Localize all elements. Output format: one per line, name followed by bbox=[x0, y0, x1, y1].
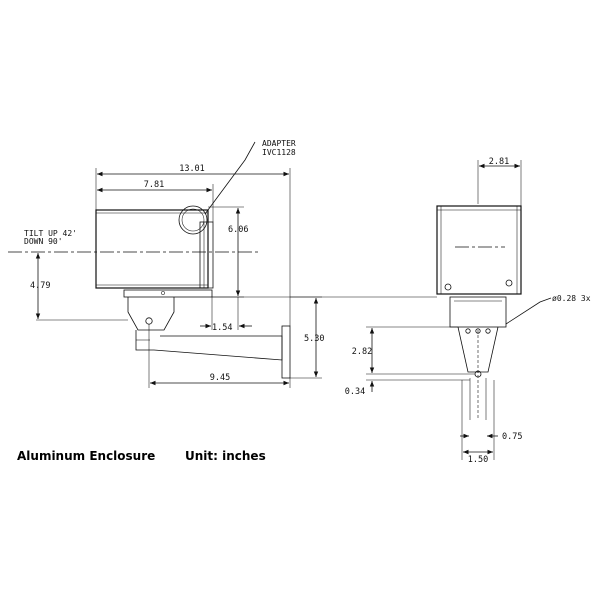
side-wall-plate bbox=[281, 325, 291, 379]
caption-unit: Unit: inches bbox=[185, 449, 266, 463]
adapter-label-line2: IVC1128 bbox=[262, 148, 296, 157]
caption-enclosure: Aluminum Enclosure bbox=[17, 449, 156, 463]
front-mount-block bbox=[449, 296, 507, 328]
adapter-circle bbox=[178, 205, 208, 235]
dim-housing-height: 6.06 bbox=[228, 225, 248, 235]
dim-centerline-height: 4.79 bbox=[30, 281, 50, 291]
dim-overall-length: 13.01 bbox=[179, 164, 205, 174]
tilt-note-line1: TILT UP 42' bbox=[24, 229, 77, 238]
dim-arm-length: 9.45 bbox=[210, 373, 230, 383]
side-base-plate bbox=[123, 289, 213, 298]
side-view: 13.01 7.81 6.06 1.54 4.79 TILT UP 42' DO… bbox=[8, 139, 324, 388]
side-yoke bbox=[127, 297, 175, 331]
front-view: 2.81 2.82 0.34 0.75 1.50 ø0.28 3x bbox=[345, 157, 591, 465]
hole-callout: ø0.28 3x bbox=[552, 294, 591, 303]
tilt-note-line2: DOWN 90' bbox=[24, 237, 63, 246]
side-arm bbox=[135, 330, 283, 361]
dim-mount-height: 2.82 bbox=[352, 347, 372, 357]
side-housing bbox=[95, 209, 209, 289]
dim-mount-offset: 0.34 bbox=[345, 387, 365, 397]
front-housing bbox=[436, 205, 522, 295]
dim-front-width: 2.81 bbox=[489, 157, 509, 167]
hole-leader bbox=[505, 297, 552, 325]
dim-hole-spacing-small: 0.75 bbox=[502, 432, 522, 442]
side-rear-cap bbox=[199, 221, 214, 289]
dim-overall-height: 5.30 bbox=[304, 334, 324, 344]
adapter-label-line1: ADAPTER bbox=[262, 139, 296, 148]
adapter-leader bbox=[204, 141, 256, 215]
dim-housing-length: 7.81 bbox=[144, 180, 164, 190]
dim-bracket-offset: 1.54 bbox=[212, 323, 232, 333]
dim-hole-spacing-large: 1.50 bbox=[468, 455, 488, 465]
